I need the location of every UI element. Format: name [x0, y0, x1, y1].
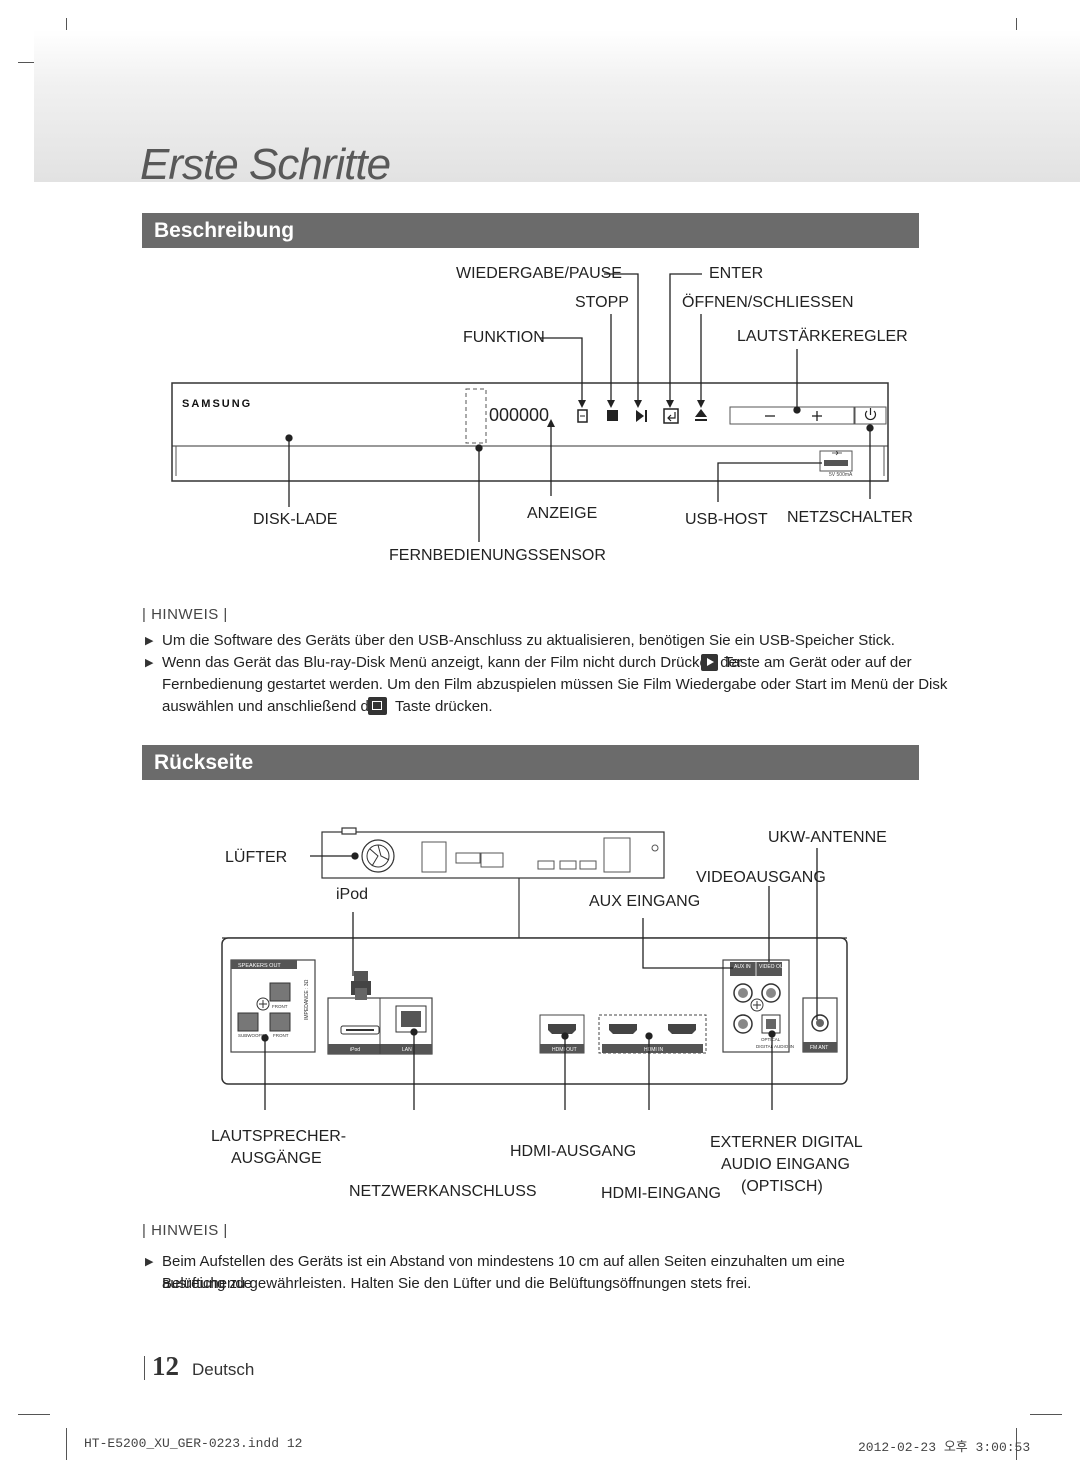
subwoofer-text: SUBWOOFER	[238, 1033, 268, 1038]
note-text: Taste drücken.	[395, 698, 493, 715]
label-hdmi-out: HDMI-AUSGANG	[510, 1143, 637, 1160]
label-aux-in: AUX EINGANG	[589, 893, 701, 910]
label-open-close: ÖFFNEN/SCHLIESSEN	[682, 294, 854, 311]
note-heading: | HINWEIS |	[142, 1222, 228, 1239]
crop-mark	[66, 1428, 67, 1460]
front-panel-device	[171, 382, 889, 482]
label-play-pause: WIEDERGABE/PAUSE	[456, 265, 622, 282]
speaker-terminals	[230, 959, 316, 1053]
label-network: NETZWERKANSCHLUSS	[349, 1183, 537, 1200]
label-volume: LAUTSTÄRKEREGLER	[737, 328, 908, 345]
crop-mark	[18, 1414, 50, 1415]
bullet-icon: ▶	[145, 1256, 154, 1268]
label-fm-antenna: UKW-ANTENNE	[768, 829, 887, 846]
note-text: Belüftung zu gewährleisten. Halten Sie d…	[162, 1275, 752, 1292]
label-optical-2: AUDIO EINGANG	[721, 1156, 850, 1173]
mini-av-block	[603, 837, 631, 873]
usb-port-icon	[819, 450, 853, 472]
label-usb-host: USB-HOST	[685, 511, 768, 528]
ipod-lan-block	[327, 997, 433, 1055]
mini-hdmi-in-1	[559, 860, 577, 870]
enter-button-icon	[663, 408, 679, 424]
impedance-text: IMPEDANCE : 3Ω	[304, 979, 310, 1020]
enter-button-icon	[368, 697, 387, 715]
chapter-title: Erste Schritte	[140, 140, 391, 189]
fan-icon	[361, 839, 395, 873]
mini-hdmi-out	[537, 860, 555, 870]
eject-button-icon	[695, 409, 707, 421]
page-language: Deutsch	[192, 1360, 255, 1379]
play-pause-button-icon	[636, 410, 647, 422]
label-remote-sensor: FERNBEDIENUNGSSENSOR	[389, 547, 606, 564]
label-stop: STOPP	[575, 294, 629, 311]
hdmi-in-text: HDMI IN	[644, 1047, 664, 1053]
note-text: Um die Software des Geräts über den USB-…	[162, 632, 895, 649]
section-title-front: Beschreibung	[142, 213, 919, 248]
note-text: Taste am Gerät oder auf der	[724, 654, 912, 671]
crop-mark	[1016, 1428, 1017, 1460]
play-button-icon	[701, 654, 718, 671]
mini-hdmi-in-2	[579, 860, 597, 870]
mini-lan-port	[480, 852, 504, 868]
bullet-icon: ▶	[145, 657, 154, 669]
front-r-text: FRONT	[273, 1033, 289, 1038]
label-optical-3: (OPTISCH)	[741, 1178, 823, 1195]
speakers-out-text: SPEAKERS OUT	[238, 963, 281, 969]
label-fan: LÜFTER	[225, 849, 288, 866]
lan-port-text: LAN	[402, 1047, 412, 1053]
label-hdmi-in: HDMI-EINGANG	[601, 1185, 721, 1202]
mini-speaker-block	[421, 841, 447, 873]
remote-sensor-area	[465, 388, 487, 444]
print-file-name: HT-E5200_XU_GER-0223.indd 12	[84, 1436, 303, 1451]
section-title-rear: Rückseite	[142, 745, 919, 780]
note-text: Fernbedienung gestartet werden. Um den F…	[162, 676, 948, 693]
function-button-icon	[577, 409, 588, 423]
display-digits: 000000	[489, 405, 549, 425]
volume-plus-icon	[812, 411, 822, 421]
label-speaker-out-2: AUSGÄNGE	[231, 1150, 322, 1167]
fm-antenna-port	[802, 997, 838, 1053]
front-panel-diagram: SAMSUNG 000000 5V 500mA	[171, 273, 889, 542]
fm-ant-text: FM ANT	[810, 1045, 828, 1051]
page-number-divider	[144, 1356, 145, 1380]
mini-screw	[651, 844, 659, 852]
stop-button-icon	[607, 410, 618, 421]
print-datetime: 2012-02-23 오후 3:00:53	[858, 1440, 1031, 1455]
label-optical-1: EXTERNER DIGITAL	[710, 1134, 863, 1151]
label-function: FUNKTION	[463, 329, 545, 346]
label-video-out: VIDEOAUSGANG	[696, 869, 826, 886]
label-speaker-out-1: LAUTSPRECHER-	[211, 1128, 347, 1145]
crop-mark	[1030, 1414, 1062, 1415]
label-enter: ENTER	[709, 265, 764, 282]
power-icon	[864, 408, 877, 421]
chapter-header-band	[34, 30, 1080, 182]
usb-rating: 5V 500mA	[829, 472, 853, 478]
note-heading: | HINWEIS |	[142, 606, 228, 623]
label-display: ANZEIGE	[527, 505, 598, 522]
optical-top-text: OPTICAL	[761, 1037, 781, 1042]
aux-in-text: AUX IN	[734, 964, 751, 970]
video-out-text: VIDEO OUT	[759, 964, 787, 970]
hdmi-in-ports	[598, 1014, 707, 1054]
optical-text: DIGITAL AUDIO IN	[756, 1044, 794, 1049]
av-input-block	[722, 959, 790, 1053]
ipod-dock-icon	[351, 971, 371, 1000]
page-number: 12	[152, 1351, 179, 1381]
note-text: Wenn das Gerät das Blu-ray-Disk Menü anz…	[162, 654, 742, 671]
ipod-port-text: iPod	[350, 1047, 360, 1053]
brand-logo: SAMSUNG	[182, 398, 252, 410]
note-text: auswählen und anschließend die	[162, 698, 381, 715]
front-l-text: FRONT	[272, 1004, 288, 1009]
note-text: Beim Aufstellen des Geräts ist ein Absta…	[162, 1253, 845, 1292]
bullet-icon: ▶	[145, 635, 154, 647]
label-ipod: iPod	[336, 886, 369, 903]
label-power: NETZSCHALTER	[787, 509, 913, 526]
rear-panel-diagram: SPEAKERS OUT FRONT SUBWOOFER FRONT IMPED…	[221, 827, 848, 1110]
label-disc-tray: DISK-LADE	[253, 511, 338, 528]
mini-ipod-port	[455, 852, 481, 864]
